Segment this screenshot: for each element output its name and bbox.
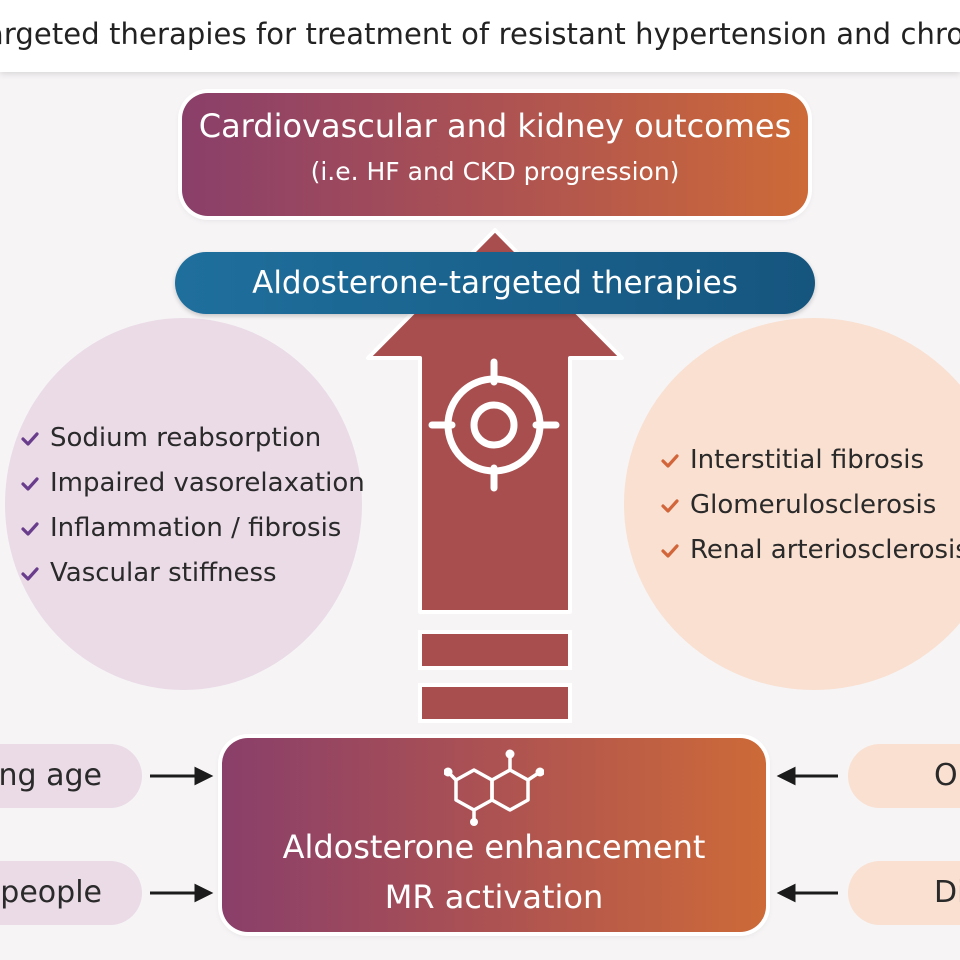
check-icon — [661, 499, 679, 513]
title-bar: argeted therapies for treatment of resis… — [0, 0, 960, 72]
check-icon — [661, 454, 679, 468]
check-icon — [21, 477, 39, 491]
target-crosshair-icon — [428, 358, 560, 492]
renal-effects-list: Interstitial fibrosis Glomerulosclerosis… — [660, 438, 960, 573]
figure-title: argeted therapies for treatment of resis… — [0, 17, 960, 51]
outcomes-box: Cardiovascular and kidney outcomes (i.e.… — [182, 93, 808, 216]
arrow-stripe-2 — [418, 683, 572, 723]
check-icon — [21, 567, 39, 581]
list-item: Renal arteriosclerosis — [660, 528, 960, 573]
factor-pill-right-2: Di — [848, 861, 960, 925]
check-icon — [21, 432, 39, 446]
list-item: Interstitial fibrosis — [660, 438, 960, 483]
aldosterone-box: Aldosterone enhancement MR activation — [222, 738, 766, 932]
therapy-banner: Aldosterone-targeted therapies — [175, 252, 815, 314]
upward-arrow — [366, 228, 624, 614]
check-icon — [21, 522, 39, 536]
list-item: Sodium reabsorption — [20, 416, 365, 461]
aldosterone-enhancement-label: Aldosterone enhancement — [282, 828, 706, 866]
vascular-effects-circle — [5, 318, 362, 690]
arrow-stripe-1 — [418, 630, 572, 670]
vascular-effects-list: Sodium reabsorption Impaired vasorelaxat… — [20, 416, 365, 596]
list-item: Vascular stiffness — [20, 551, 365, 596]
list-item: Impaired vasorelaxation — [20, 461, 365, 506]
outcomes-subtitle: (i.e. HF and CKD progression) — [310, 157, 680, 186]
outcomes-title: Cardiovascular and kidney outcomes — [198, 107, 792, 145]
list-item: Inflammation / fibrosis — [20, 506, 365, 551]
check-icon — [661, 544, 679, 558]
factor-pill-right-1: O — [848, 744, 960, 808]
factor-pill-left-1: ing age — [0, 744, 142, 808]
list-item: Glomerulosclerosis — [660, 483, 960, 528]
renal-effects-circle — [624, 318, 960, 690]
input-arrows — [150, 766, 838, 903]
factor-pill-left-2: people — [0, 861, 142, 925]
mr-activation-label: MR activation — [384, 878, 604, 916]
steroid-molecule-icon — [444, 749, 544, 826]
